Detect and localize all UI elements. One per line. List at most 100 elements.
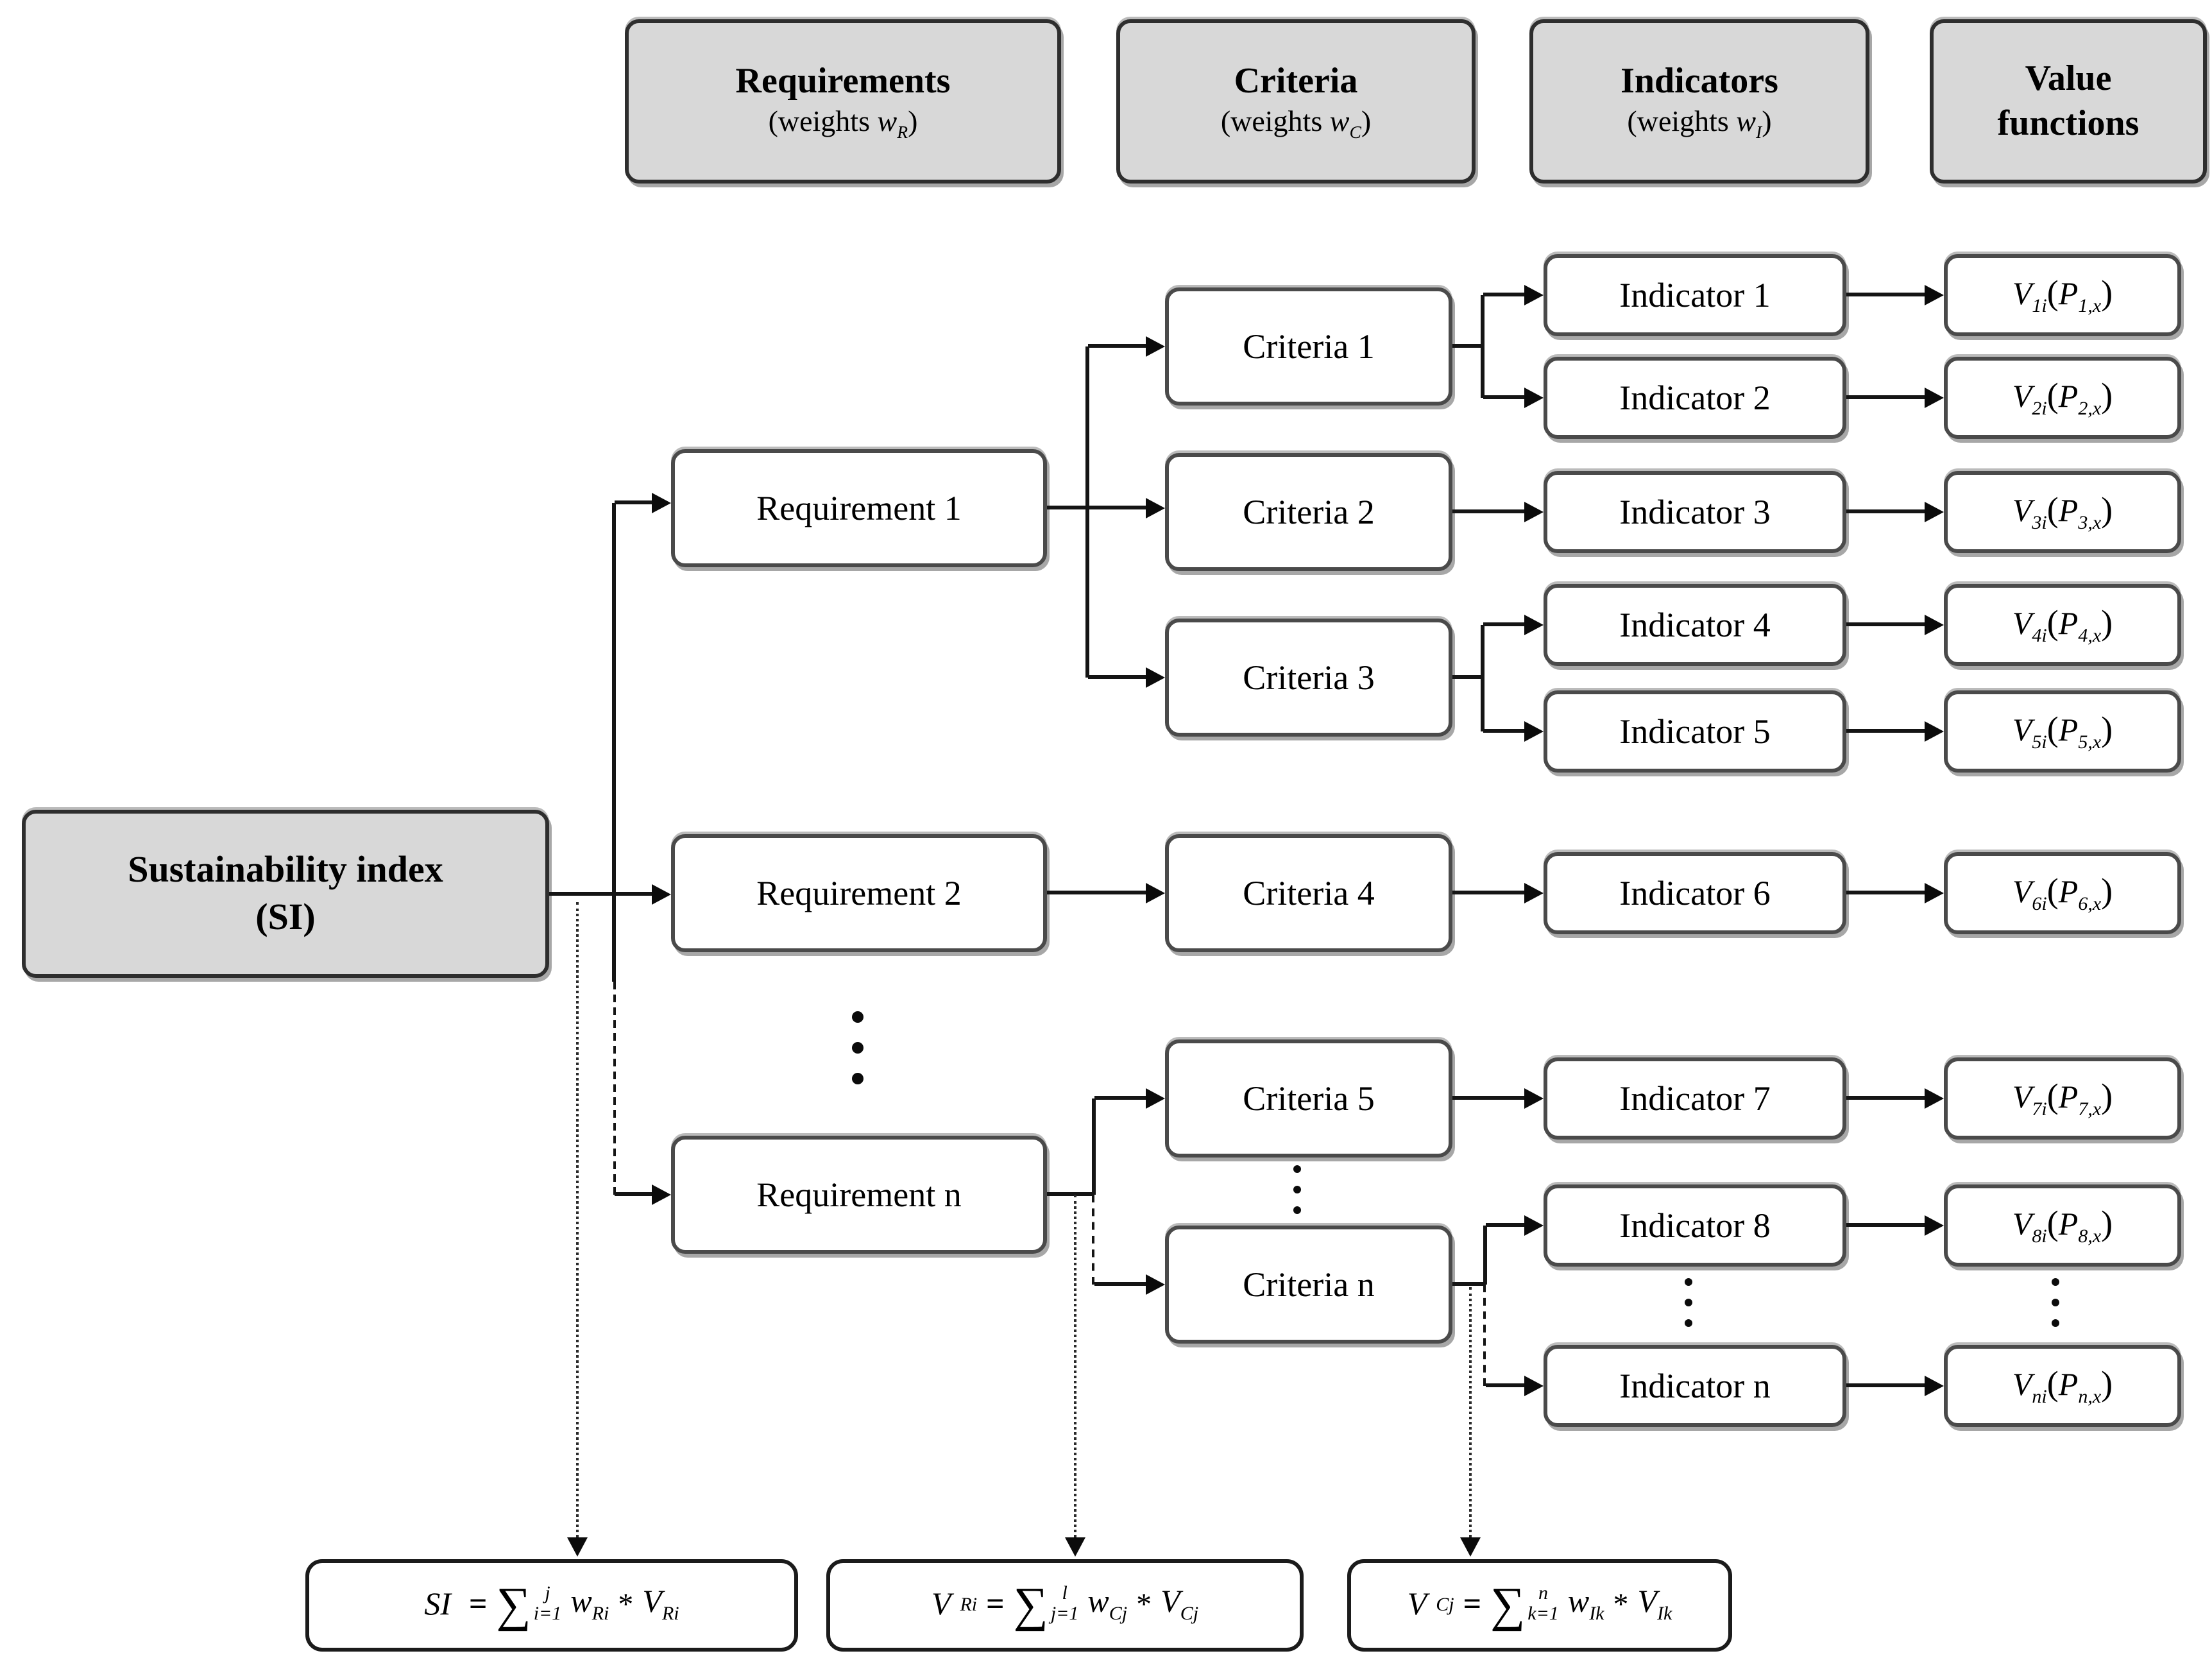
value-function-n-box: Vni(Pn,x)	[1944, 1345, 2181, 1427]
arrow-down-icon	[1065, 1537, 1085, 1557]
arrow-right-icon	[1146, 498, 1165, 518]
connector-c1-ind1	[1483, 293, 1524, 296]
requirement-2-box: Requirement 2	[671, 834, 1047, 952]
connector-ind8-v8	[1846, 1223, 1925, 1227]
criteria-weights-label: (weights wC)	[1220, 105, 1372, 142]
value-function-3-label: V3i(P3,x)	[2012, 490, 2113, 533]
indicator-3-box: Indicator 3	[1544, 471, 1846, 553]
connector-reqn-stub	[1047, 1192, 1094, 1196]
indicator-5-box: Indicator 5	[1544, 690, 1846, 773]
connector-ind6-v6	[1846, 891, 1925, 894]
arrow-right-icon	[1146, 1088, 1165, 1109]
connector-si-req2	[549, 892, 652, 896]
connector-ind7-v7	[1846, 1096, 1925, 1100]
arrow-right-icon	[1524, 883, 1544, 903]
value-function-6-box: V6i(P6,x)	[1944, 852, 2181, 934]
header-value-functions: Value functions	[1930, 19, 2207, 184]
connector-indn-vn	[1846, 1383, 1925, 1387]
value-function-4-label: V4i(P4,x)	[2012, 603, 2113, 646]
connector-reqn-bracket-dashed	[1092, 1195, 1094, 1285]
connector-ind2-v2	[1846, 395, 1925, 399]
value-function-8-box: V8i(P8,x)	[1944, 1184, 2181, 1267]
connector-req2-c4	[1047, 891, 1146, 894]
arrow-right-icon	[1146, 667, 1165, 688]
connector-req1-bracket	[1085, 346, 1089, 678]
value-function-3-box: V3i(P3,x)	[1944, 471, 2181, 553]
si-box: Sustainability index (SI)	[22, 810, 549, 978]
arrow-right-icon	[1524, 1088, 1544, 1109]
connector-cn-ind8	[1486, 1223, 1524, 1227]
connector-ind4-v4	[1846, 622, 1925, 626]
connector-reqn-formula-dotted	[1074, 1195, 1076, 1537]
arrow-right-icon	[1925, 1376, 1944, 1396]
arrow-right-icon	[1925, 883, 1944, 903]
connector-ind1-v1	[1846, 293, 1925, 296]
connector-ind5-v5	[1846, 729, 1925, 733]
connector-c3-ind5	[1483, 729, 1524, 733]
criteria-3-box: Criteria 3	[1165, 619, 1452, 737]
connector-reqn-bracket-solid	[1092, 1098, 1096, 1195]
value-function-7-label: V7i(P7,x)	[2012, 1076, 2113, 1120]
indicator-7-box: Indicator 7	[1544, 1057, 1846, 1140]
connector-cn-formula-dotted	[1469, 1287, 1472, 1537]
connector-ind3-v3	[1846, 509, 1925, 513]
arrow-right-icon	[1524, 502, 1544, 522]
value-function-6-label: V6i(P6,x)	[2012, 871, 2113, 914]
connector-req1-c1	[1088, 344, 1146, 348]
arrow-right-icon	[1925, 502, 1944, 522]
connector-cn-stub	[1452, 1282, 1486, 1286]
criteria-1-box: Criteria 1	[1165, 287, 1452, 406]
header-criteria: Criteria (weights wC)	[1116, 19, 1476, 184]
connector-si-branch-dashed	[613, 982, 616, 1195]
connector-c3-ind4	[1483, 622, 1524, 626]
connector-si-req1	[615, 500, 652, 504]
value-function-n-label: Vni(Pn,x)	[2012, 1363, 2113, 1407]
connector-c5-ind7	[1452, 1096, 1524, 1100]
criteria-5-box: Criteria 5	[1165, 1039, 1452, 1158]
indicator-4-box: Indicator 4	[1544, 584, 1846, 666]
connector-req1-c3	[1088, 675, 1146, 679]
requirements-weights-label: (weights wR)	[768, 105, 918, 142]
connector-cn-bracket-dashed	[1483, 1285, 1486, 1386]
arrow-right-icon	[1925, 1215, 1944, 1236]
value-function-5-label: V5i(P5,x)	[2012, 709, 2113, 753]
connector-c1-bracket	[1481, 295, 1485, 398]
connector-c3-stub	[1452, 675, 1483, 679]
arrow-right-icon	[1146, 883, 1165, 903]
indicators-weights-label: (weights wI)	[1627, 105, 1772, 142]
connector-c4-ind6	[1452, 891, 1524, 894]
indicator-8-box: Indicator 8	[1544, 1184, 1846, 1267]
indicator-1-box: Indicator 1	[1544, 254, 1846, 336]
arrow-right-icon	[652, 884, 671, 905]
connector-reqn-c5	[1094, 1096, 1146, 1100]
header-requirements: Requirements (weights wR)	[625, 19, 1061, 184]
value-function-2-box: V2i(P2,x)	[1944, 357, 2181, 439]
arrow-right-icon	[1524, 1376, 1544, 1396]
connector-reqn-cn	[1094, 1282, 1146, 1286]
arrow-right-icon	[1524, 388, 1544, 408]
arrow-right-icon	[1925, 388, 1944, 408]
criteria-n-box: Criteria n	[1165, 1226, 1452, 1344]
arrow-down-icon	[567, 1537, 588, 1557]
connector-si-reqn	[615, 1192, 652, 1196]
value-function-2-label: V2i(P2,x)	[2012, 375, 2113, 419]
arrow-right-icon	[1524, 285, 1544, 305]
value-function-4-box: V4i(P4,x)	[1944, 584, 2181, 666]
connector-c1-ind2	[1483, 395, 1524, 399]
value-function-7-box: V7i(P7,x)	[1944, 1057, 2181, 1140]
indicator-n-box: Indicator n	[1544, 1345, 1846, 1427]
arrow-right-icon	[1146, 336, 1165, 357]
arrow-right-icon	[652, 1184, 671, 1205]
header-indicators: Indicators (weights wI)	[1529, 19, 1869, 184]
connector-c1-stub	[1452, 344, 1483, 348]
requirement-1-box: Requirement 1	[671, 449, 1047, 567]
criteria-2-box: Criteria 2	[1165, 453, 1452, 571]
indicator-6-box: Indicator 6	[1544, 852, 1846, 934]
criteria-4-box: Criteria 4	[1165, 834, 1452, 952]
